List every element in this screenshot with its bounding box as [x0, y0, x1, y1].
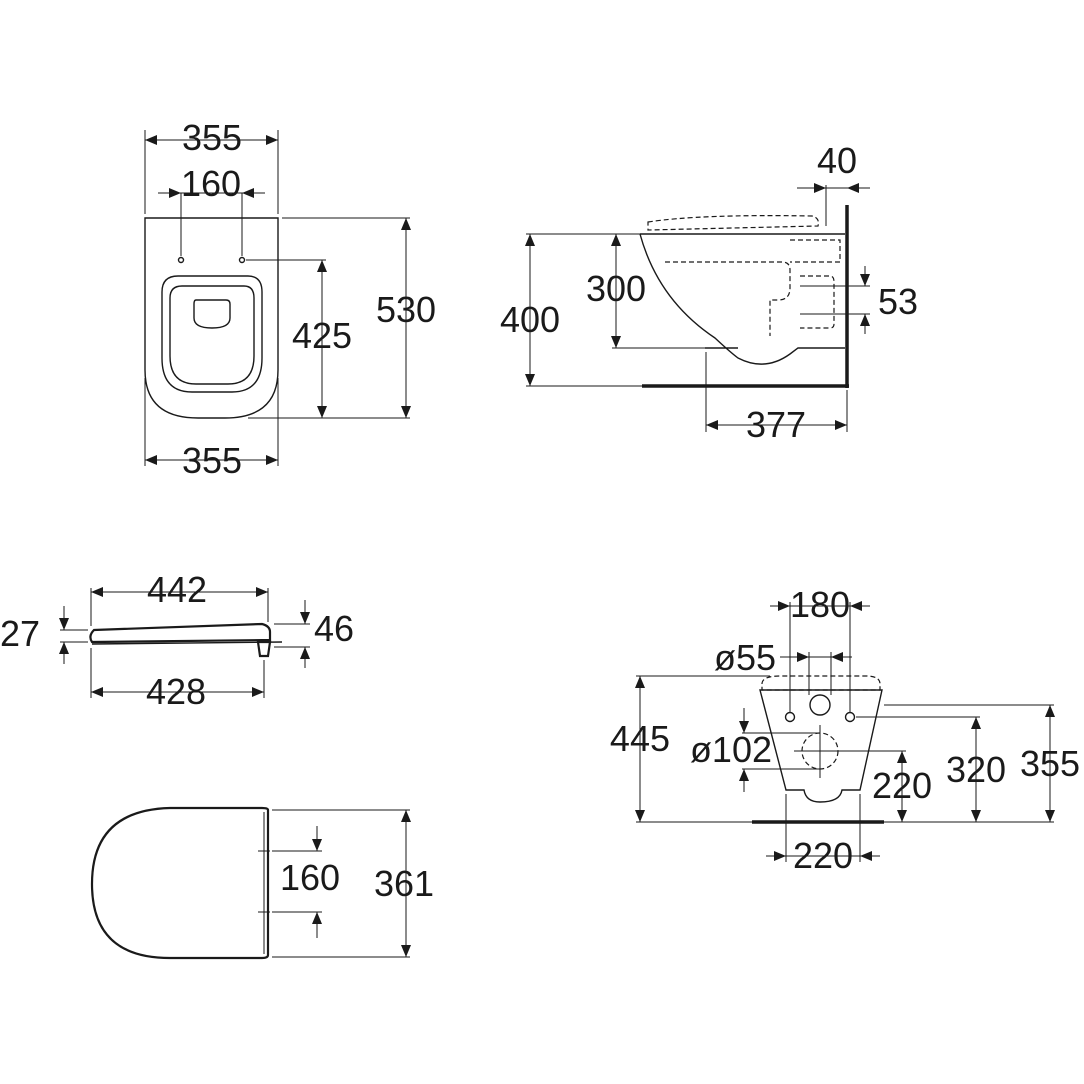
dim-rear-top-height: 355	[1020, 743, 1080, 784]
pan-flush-opening	[193, 299, 231, 329]
side-view: 40 300 400 53 377	[500, 140, 918, 445]
seat-side-outline	[89, 622, 272, 644]
dim-outlet-dia: ø102	[690, 729, 772, 770]
inlet-connection	[790, 239, 841, 329]
dim-wall-offset: 40	[817, 140, 857, 181]
dim-hinge-spacing: 160	[280, 857, 340, 898]
dim-fixing-height: 425	[292, 315, 352, 356]
dim-rim-height: 400	[500, 299, 560, 340]
pan-outline	[144, 217, 279, 419]
dim-rear-height-total: 445	[610, 718, 670, 759]
seat-plan-view: 160 361	[90, 806, 434, 960]
dim-inlet-height: 300	[586, 268, 646, 309]
dim-seat-width: 361	[374, 863, 434, 904]
dim-fixing-spacing: 160	[181, 163, 241, 204]
dim-seat-length-top: 442	[147, 569, 207, 610]
dim-rear-base-width: 220	[793, 835, 853, 876]
pan-bowl-outer	[161, 275, 263, 393]
front-view: 355 160 425 530 355	[144, 117, 436, 481]
dim-seat-height-hinge: 46	[314, 608, 354, 649]
inlet-hole-centre	[809, 694, 831, 716]
pan-side-outline	[639, 233, 845, 365]
inlet-hole-left	[784, 711, 796, 723]
dim-seat-length-bottom: 428	[146, 671, 206, 712]
dim-projection: 377	[746, 404, 806, 445]
inlet-hole-right	[844, 711, 856, 723]
dim-inlet-dia: ø55	[714, 637, 776, 678]
rear-seat-dashed	[761, 675, 881, 691]
dim-width-bottom: 355	[182, 440, 242, 481]
dim-total-length: 530	[376, 289, 436, 330]
seat-base-line	[91, 641, 283, 645]
pan-inner-trap	[665, 261, 791, 336]
rear-pan-outline	[759, 689, 883, 803]
dim-rear-fixing-spacing: 180	[790, 584, 850, 625]
seat-outline-dashed	[647, 215, 819, 231]
dim-waste-offset: 53	[878, 281, 918, 322]
dim-seat-thickness: 27	[0, 613, 40, 654]
fixing-point-right	[238, 256, 246, 264]
dim-outlet-height: 220	[872, 765, 932, 806]
fixing-point-left	[177, 256, 185, 264]
dim-rear-inlet-height: 320	[946, 749, 1006, 790]
seat-side-view: 442 27 46 428	[0, 569, 354, 712]
seat-plan-outline	[90, 806, 270, 960]
pan-bowl-inner	[169, 285, 255, 385]
rear-view: 180 ø55 445 ø102 220 320	[610, 584, 1080, 876]
dim-width-top: 355	[182, 117, 242, 158]
hinge-block	[256, 640, 272, 658]
